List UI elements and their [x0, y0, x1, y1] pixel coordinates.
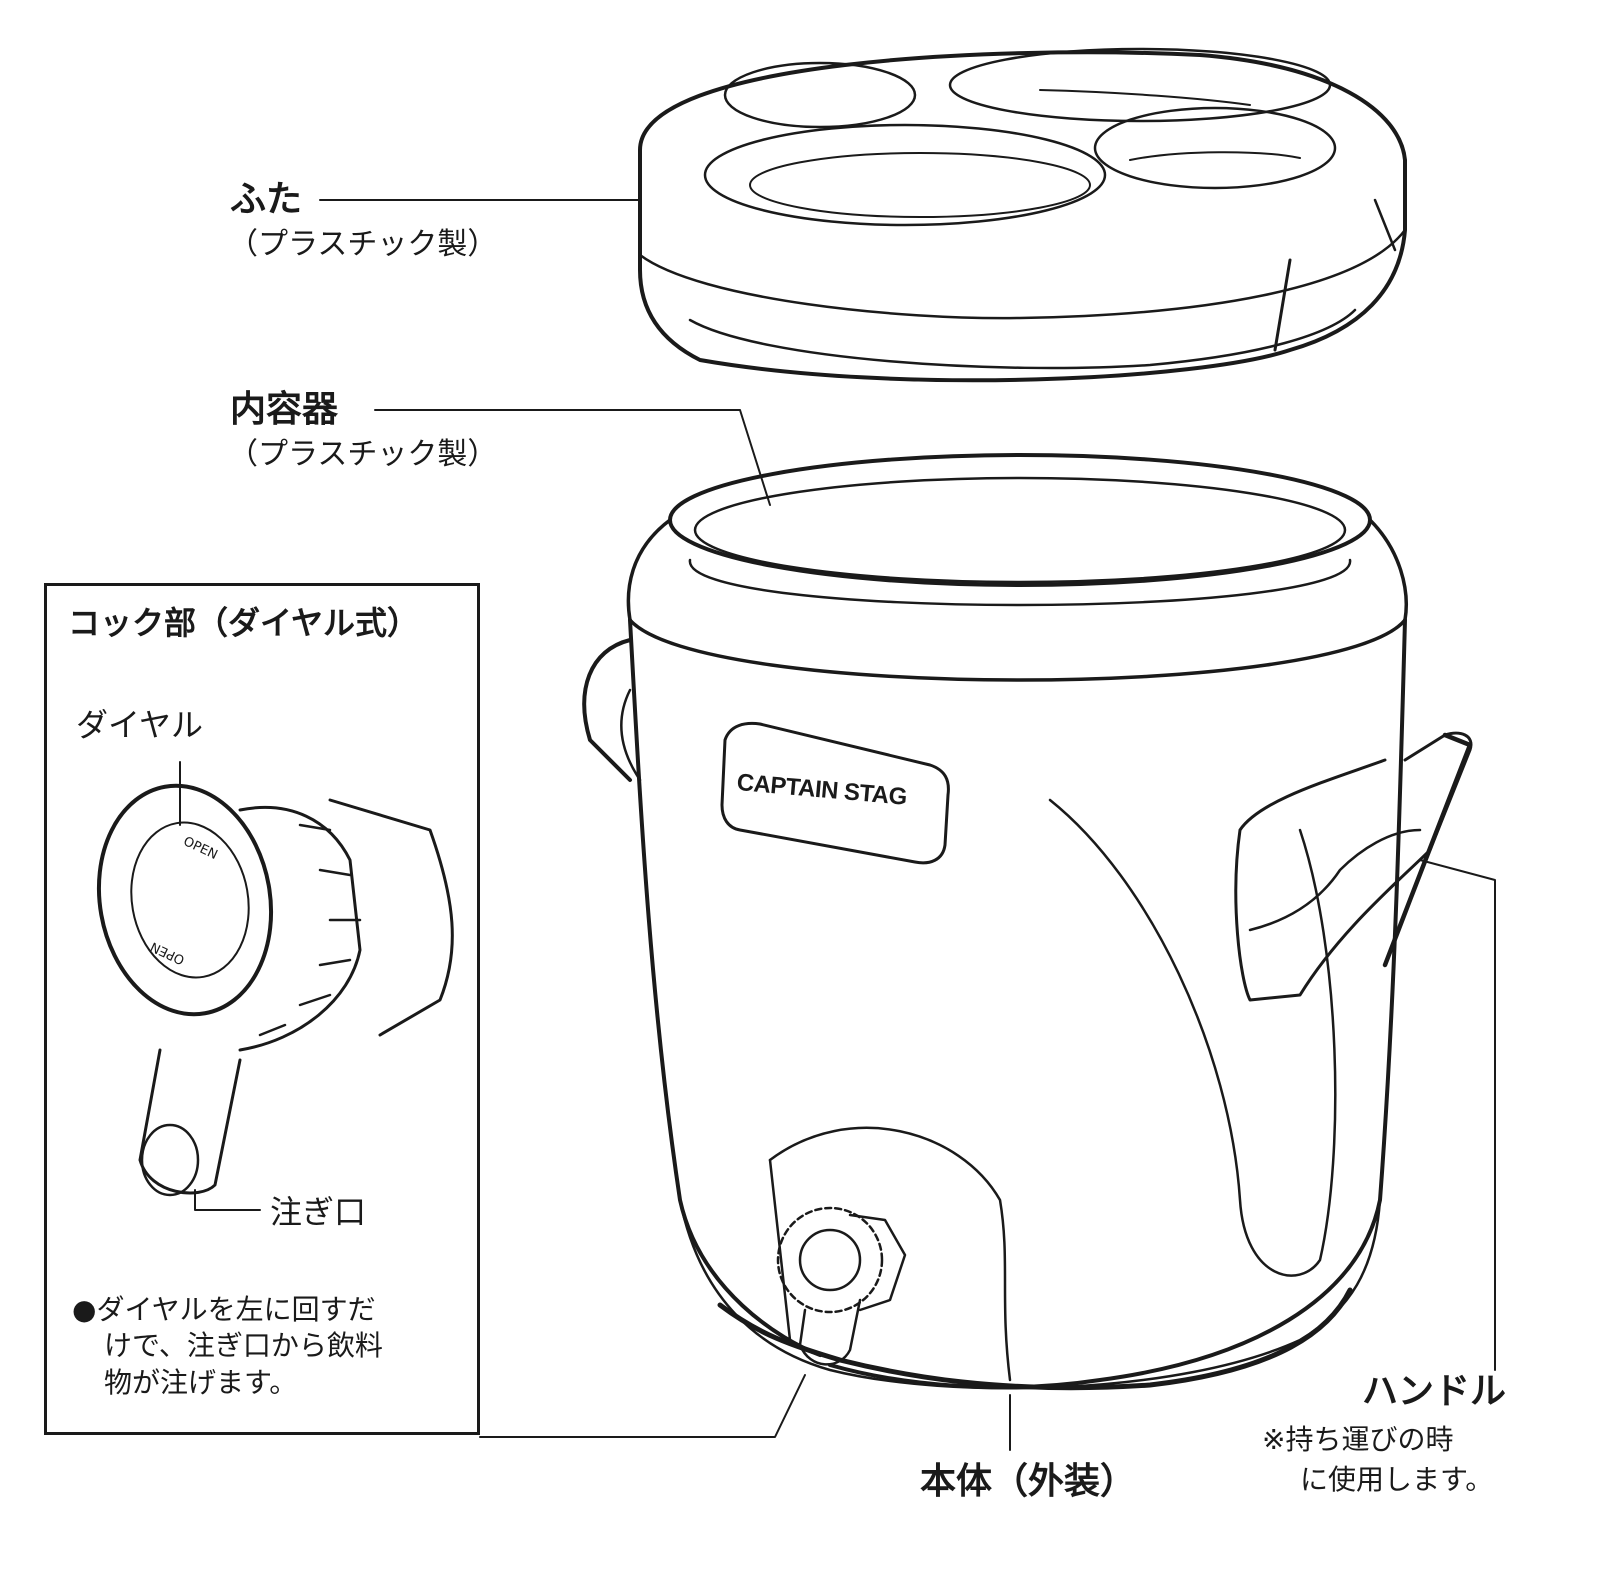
inner-container-label: 内容器	[230, 389, 339, 430]
lid-drawing	[638, 47, 1407, 383]
dial-label: ダイヤル	[76, 706, 204, 744]
body-label: 本体（外装）	[920, 1461, 1137, 1502]
dial-drawing	[96, 761, 454, 1211]
lid-label: ふた	[230, 179, 303, 220]
handle-label: ハンドル	[1362, 1371, 1507, 1412]
body-drawing	[582, 453, 1473, 1391]
handle-note-2: に使用します。	[1300, 1463, 1494, 1496]
spout-label: 注ぎ口	[270, 1193, 367, 1231]
lid-material: （プラスチック製）	[228, 227, 498, 262]
inset-title: コック部（ダイヤル式）	[68, 604, 420, 642]
leader-lines	[319, 199, 1496, 1451]
inner-container-material: （プラスチック製）	[228, 437, 498, 472]
bullet-icon: ●	[72, 1293, 97, 1326]
tap-detail-inset	[44, 583, 480, 1435]
handle-note-1: ※持ち運びの時	[1262, 1423, 1454, 1456]
inset-note: ●ダイヤルを左に回すだ けで、注ぎ口から飲料 物が注げます。	[72, 1293, 383, 1399]
